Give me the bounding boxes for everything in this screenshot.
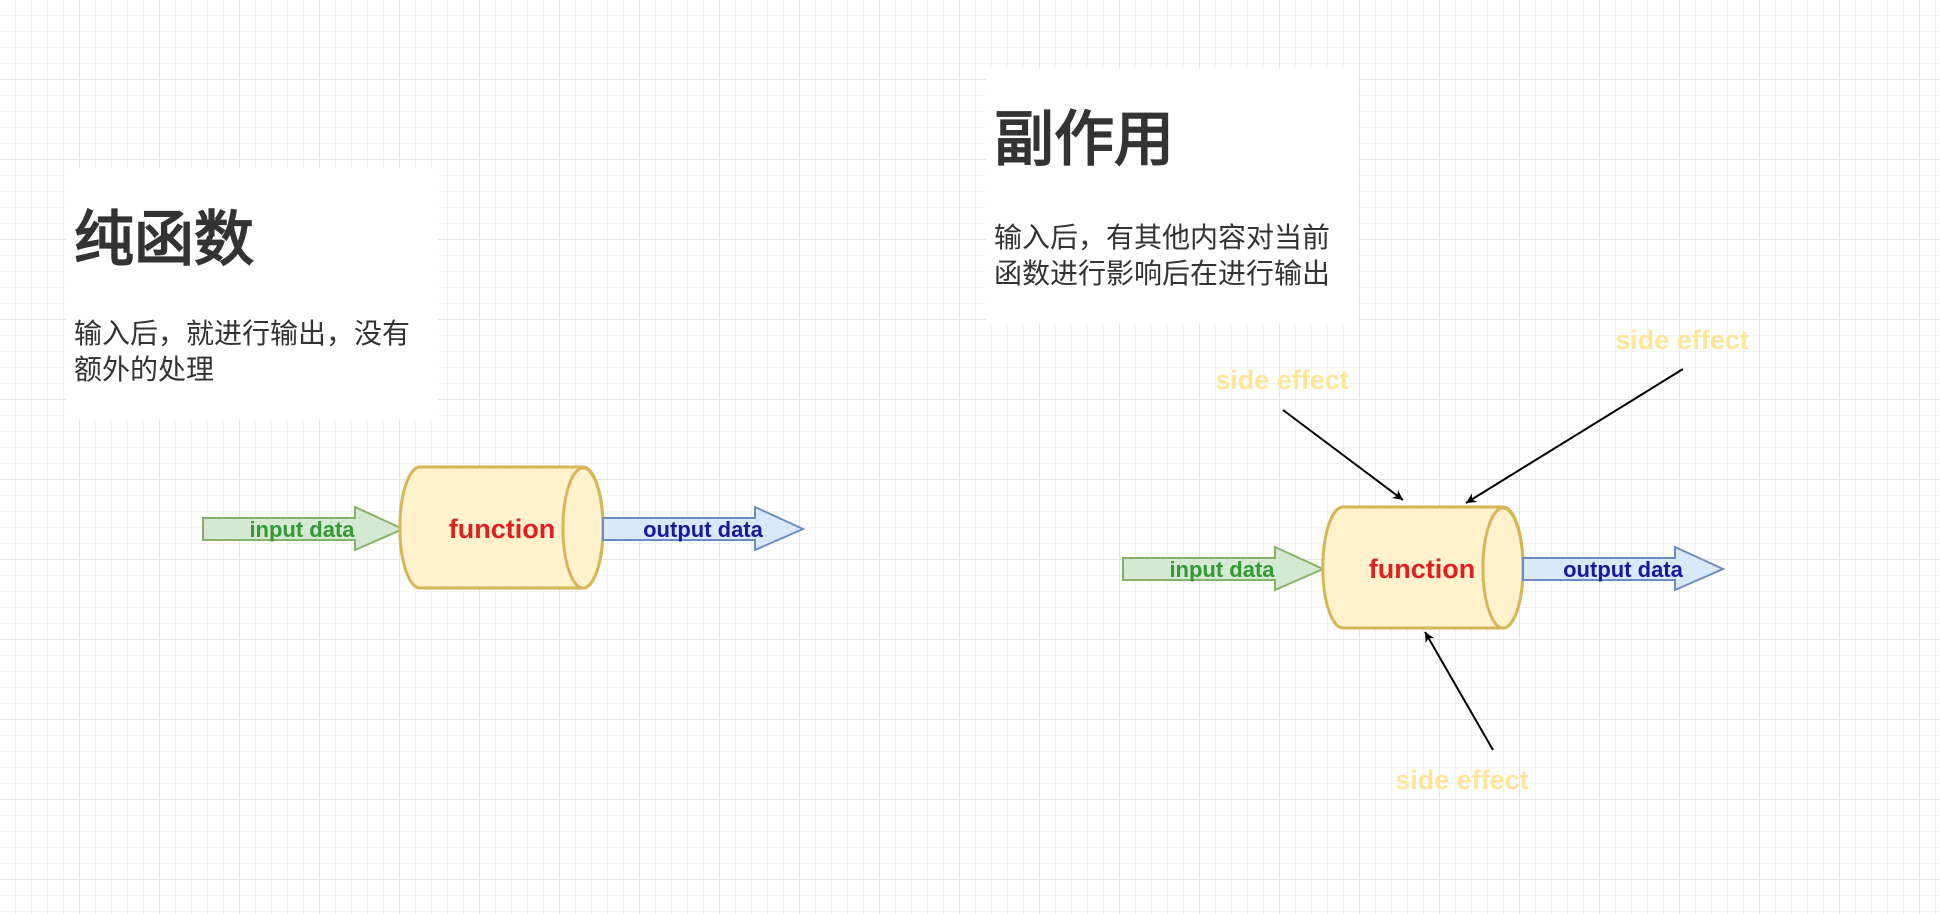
side-effect-label-top-left: side effect <box>1215 365 1349 395</box>
pure-input-label: input data <box>249 517 355 542</box>
pure-function-cylinder: function <box>398 465 605 590</box>
pure-function-description: 输入后，就进行输出，没有额外的处理 <box>74 317 411 386</box>
side-function-label: function <box>1369 554 1475 584</box>
side-effect-connector-bottom <box>1424 631 1494 751</box>
side-effect-label-bottom: side effect <box>1395 765 1529 795</box>
pure-function-label: function <box>449 514 555 544</box>
side-output-label: output data <box>1563 557 1684 582</box>
side-effect-title: 副作用 <box>994 105 1174 175</box>
side-effect-connector-top-left <box>1282 409 1404 501</box>
side-input-label: input data <box>1169 557 1275 582</box>
side-effect-label-top-right: side effect <box>1615 325 1749 355</box>
pure-output-arrow: output data <box>602 505 806 552</box>
side-effect-card: 副作用 输入后，有其他内容对当前函数进行影响后在进行输出 <box>986 68 1358 324</box>
side-effect-description: 输入后，有其他内容对当前函数进行影响后在进行输出 <box>994 221 1331 290</box>
pure-input-arrow: input data <box>202 505 406 552</box>
side-input-arrow: input data <box>1122 545 1326 592</box>
pure-function-title: 纯函数 <box>74 205 254 275</box>
side-function-cylinder: function <box>1321 505 1525 630</box>
pure-output-label: output data <box>643 517 764 542</box>
pure-function-card: 纯函数 输入后，就进行输出，没有额外的处理 <box>66 168 438 420</box>
side-effect-connector-top-right <box>1465 368 1684 504</box>
side-output-arrow: output data <box>1522 545 1726 592</box>
